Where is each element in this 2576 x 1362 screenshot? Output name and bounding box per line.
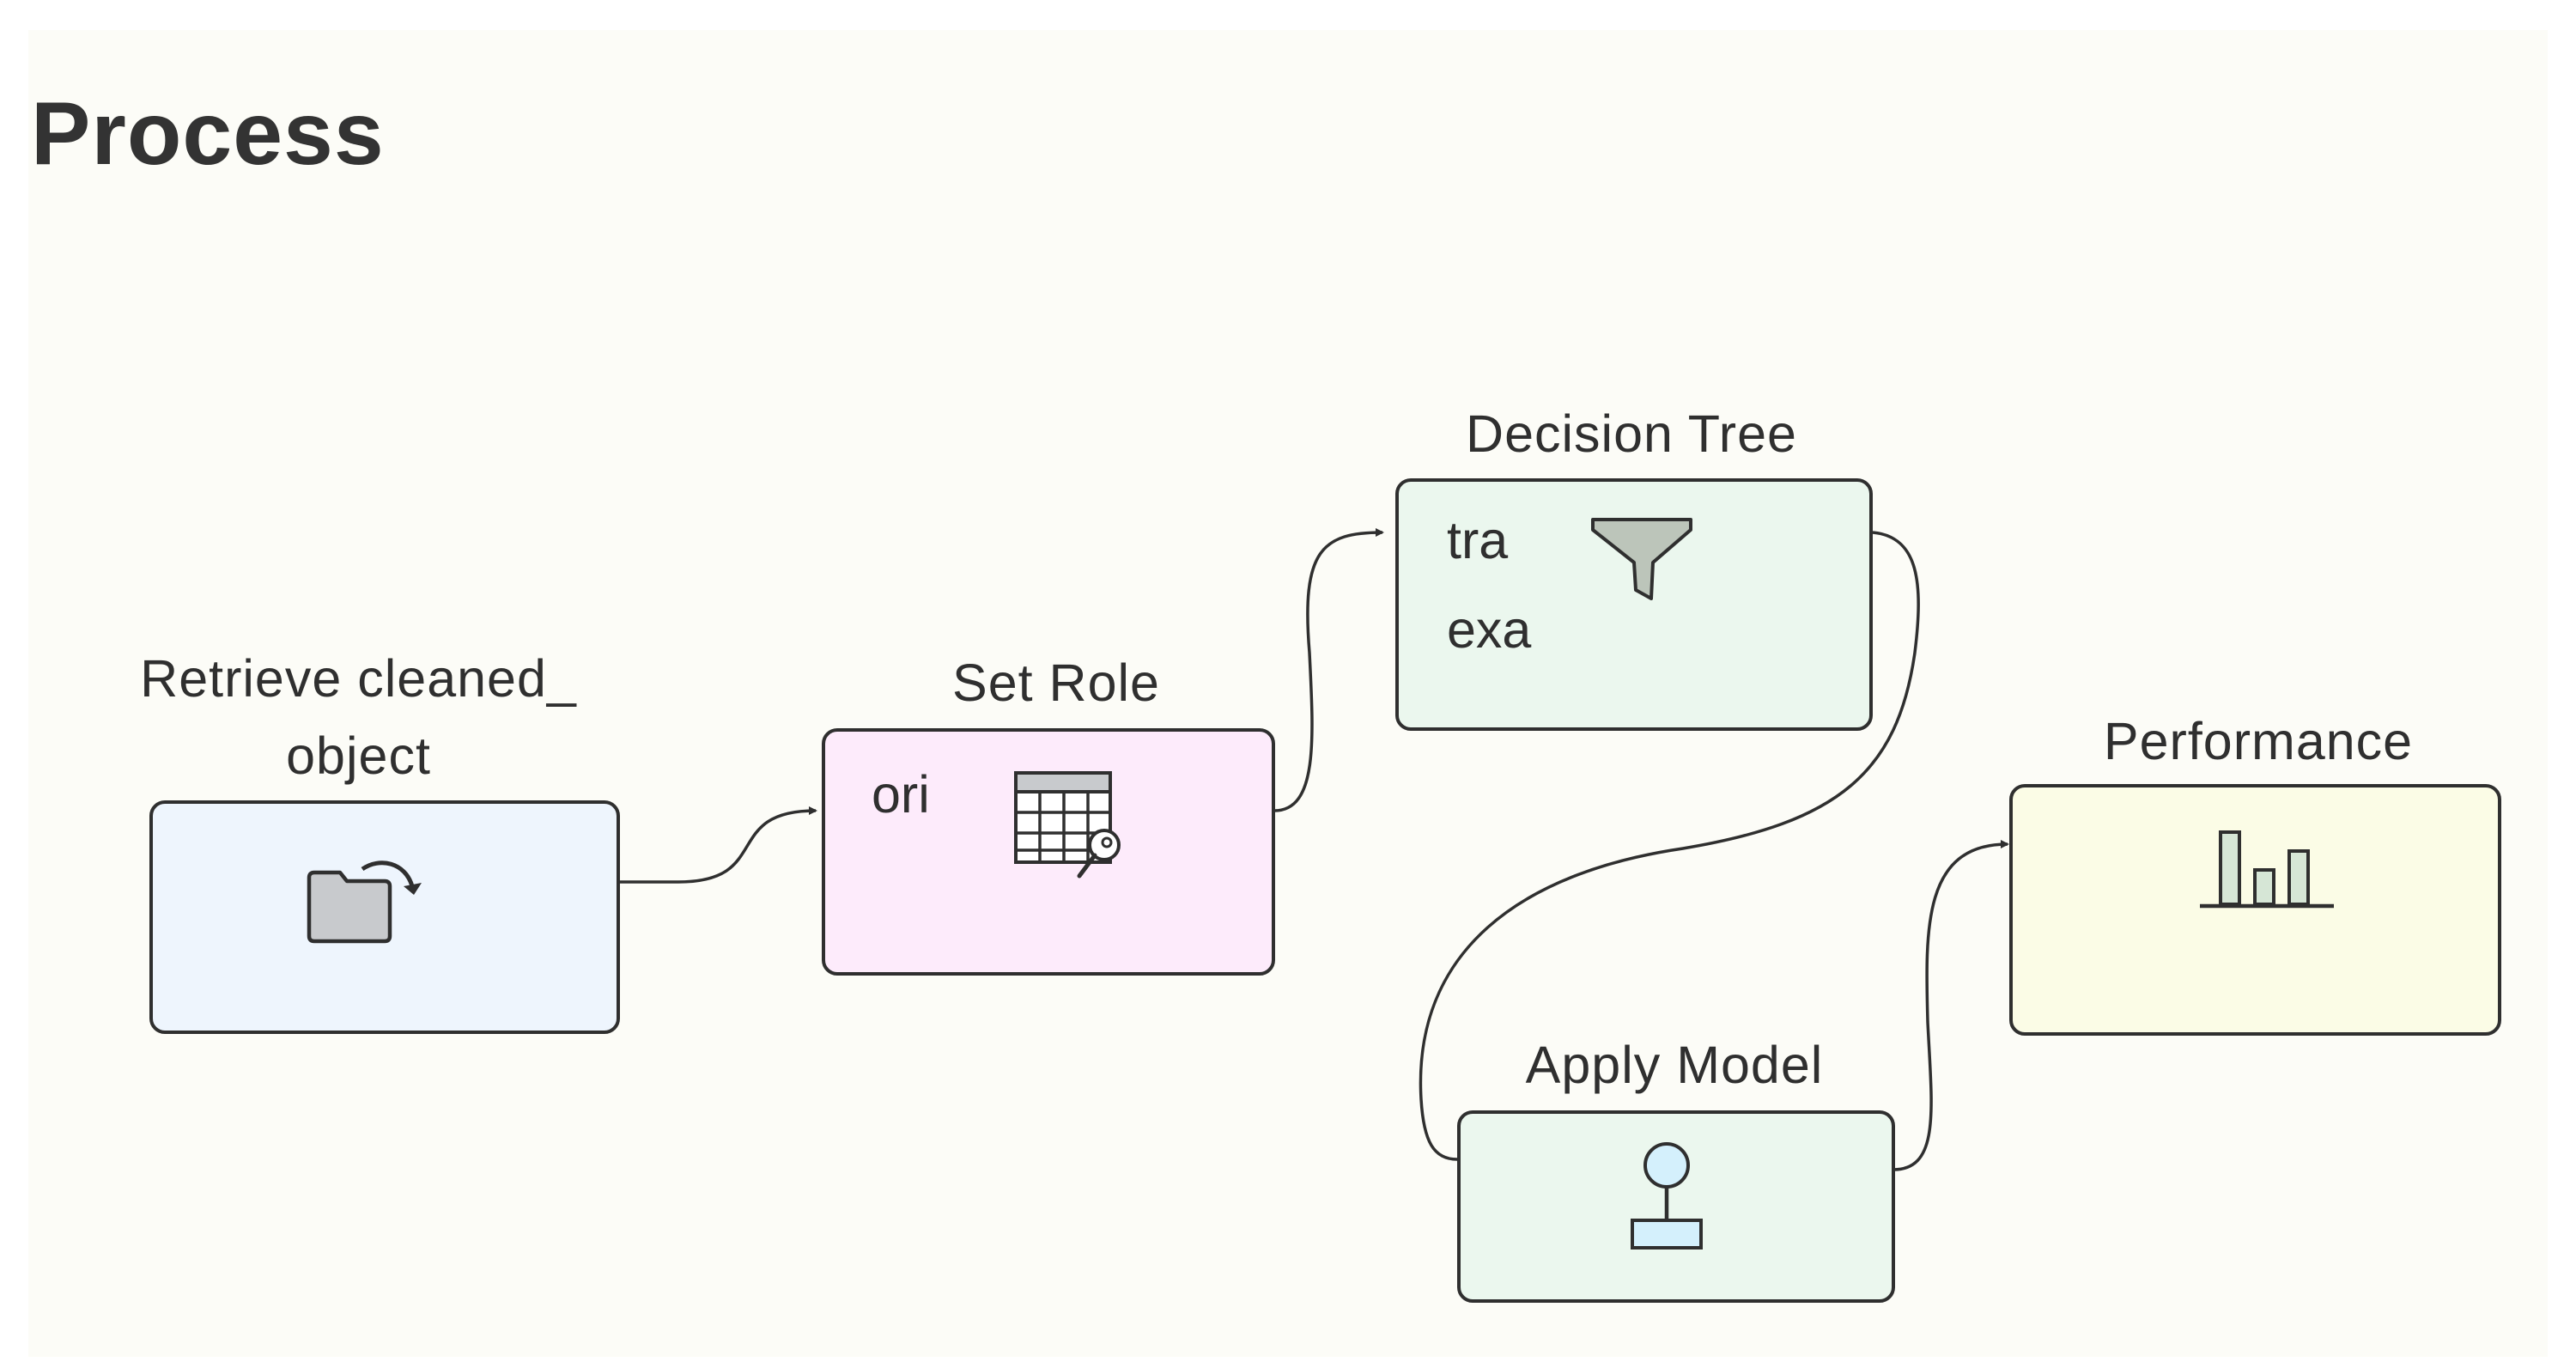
decision-tree-operator-label: Decision Tree (1466, 404, 1797, 463)
apply-model-operator-label: Apply Model (1525, 1036, 1824, 1094)
performance-operator[interactable] (2009, 784, 2501, 1036)
model-node-icon (1631, 1142, 1703, 1250)
decision-tree-port-exa[interactable]: exa (1447, 600, 1532, 659)
page-title: Process (31, 84, 385, 184)
retrieve-operator[interactable] (149, 800, 620, 1034)
retrieve-label-line2: object (286, 727, 431, 786)
decision-tree-port-tra[interactable]: tra (1447, 511, 1509, 569)
process-canvas[interactable] (28, 30, 2548, 1357)
set-role-operator[interactable]: ori (822, 728, 1275, 976)
performance-operator-label: Performance (2103, 712, 2414, 770)
apply-model-operator[interactable] (1457, 1110, 1895, 1303)
folder-refresh-icon (307, 860, 422, 944)
bar-chart-icon (2200, 830, 2334, 909)
connection-apply-model-to-performance[interactable] (1893, 840, 2009, 1171)
connection-set-role-to-decision-tree[interactable] (1273, 528, 1384, 812)
table-key-icon (1014, 771, 1121, 879)
connection-retrieve-to-set-role[interactable] (618, 806, 817, 884)
funnel-icon (1591, 518, 1692, 600)
decision-tree-operator[interactable]: tra exa (1395, 478, 1873, 731)
set-role-port-ori[interactable]: ori (872, 765, 930, 824)
set-role-operator-label: Set Role (952, 654, 1160, 712)
connection-decision-tree-to-apply-model[interactable] (1419, 531, 1920, 1161)
retrieve-label-line1: Retrieve cleaned_ (140, 649, 577, 708)
retrieve-operator-label: Retrieve cleaned_ object (90, 640, 627, 795)
